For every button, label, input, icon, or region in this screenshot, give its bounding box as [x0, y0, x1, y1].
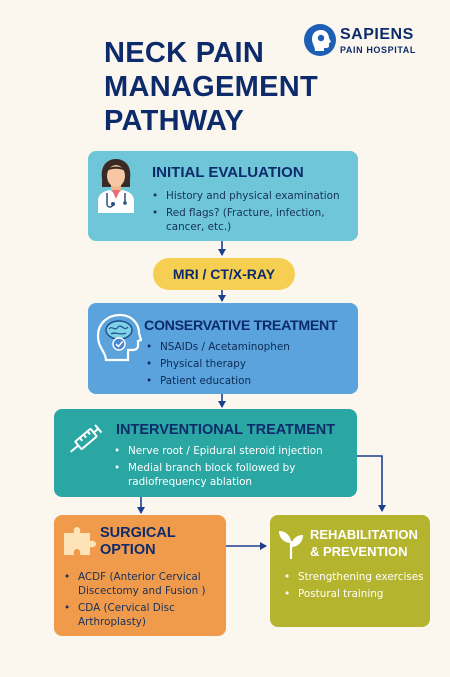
- list-item: Postural training: [284, 587, 424, 601]
- surgical-option-box: SURGICAL OPTION ACDF (Anterior Cervical …: [54, 515, 226, 636]
- rehab-title-line-1: REHABILITATION: [310, 527, 418, 542]
- title-line-2: MANAGEMENT: [104, 71, 319, 103]
- list-item: NSAIDs / Acetaminophen: [146, 340, 346, 354]
- list-item: Strengthening exercises: [284, 570, 424, 584]
- surgical-title-line-2: OPTION: [100, 542, 156, 558]
- logo-name: SAPIENS: [340, 26, 414, 43]
- logo-subtitle: PAIN HOSPITAL: [340, 45, 416, 55]
- interventional-treatment-box: INTERVENTIONAL TREATMENT Nerve root / Ep…: [54, 409, 357, 497]
- title-line-1: NECK PAIN: [104, 37, 265, 69]
- surgical-option-title: SURGICAL OPTION: [100, 525, 176, 559]
- rehabilitation-list: Strengthening exercises Postural trainin…: [284, 570, 424, 604]
- puzzle-icon: [60, 523, 100, 563]
- imaging-pill: MRI / CT/X-RAY: [153, 258, 295, 290]
- title-line-3: PATHWAY: [104, 105, 245, 137]
- initial-evaluation-box: INITIAL EVALUATION History and physical …: [88, 151, 358, 241]
- conservative-treatment-title: CONSERVATIVE TREATMENT: [144, 318, 338, 334]
- list-item: CDA (Cervical Disc Arthroplasty): [64, 601, 224, 629]
- list-item: Nerve root / Epidural steroid injection: [114, 444, 354, 458]
- arrow-interventional-to-rehab: [357, 455, 386, 512]
- conservative-treatment-box: CONSERVATIVE TREATMENT NSAIDs / Acetamin…: [88, 303, 358, 394]
- list-item: Patient education: [146, 374, 346, 388]
- list-item: ACDF (Anterior Cervical Discectomy and F…: [64, 570, 224, 598]
- surgical-option-list: ACDF (Anterior Cervical Discectomy and F…: [64, 570, 224, 632]
- sprout-icon: [276, 525, 306, 565]
- rehabilitation-box: REHABILITATION & PREVENTION Strengthenin…: [270, 515, 430, 627]
- page-title: NECK PAIN MANAGEMENT PATHWAY: [104, 36, 324, 138]
- list-item: Medial branch block followed by radiofre…: [114, 461, 354, 489]
- rehab-title-line-2: & PREVENTION: [310, 544, 408, 559]
- list-item: History and physical examination: [152, 189, 352, 203]
- initial-evaluation-list: History and physical examination Red fla…: [152, 189, 352, 237]
- logo-head-icon: [304, 24, 336, 56]
- conservative-treatment-list: NSAIDs / Acetaminophen Physical therapy …: [146, 340, 346, 391]
- syringe-icon: [62, 415, 110, 467]
- interventional-treatment-title: INTERVENTIONAL TREATMENT: [116, 422, 336, 438]
- hospital-logo: SAPIENS PAIN HOSPITAL: [304, 24, 444, 58]
- list-item: Red flags? (Fracture, infection, cancer,…: [152, 206, 352, 234]
- doctor-icon: [96, 157, 136, 219]
- rehabilitation-title: REHABILITATION & PREVENTION: [310, 526, 418, 560]
- surgical-title-line-1: SURGICAL: [100, 525, 176, 541]
- brain-head-icon: [94, 312, 143, 366]
- interventional-treatment-list: Nerve root / Epidural steroid injection …: [114, 444, 354, 492]
- initial-evaluation-title: INITIAL EVALUATION: [152, 164, 304, 181]
- list-item: Physical therapy: [146, 357, 346, 371]
